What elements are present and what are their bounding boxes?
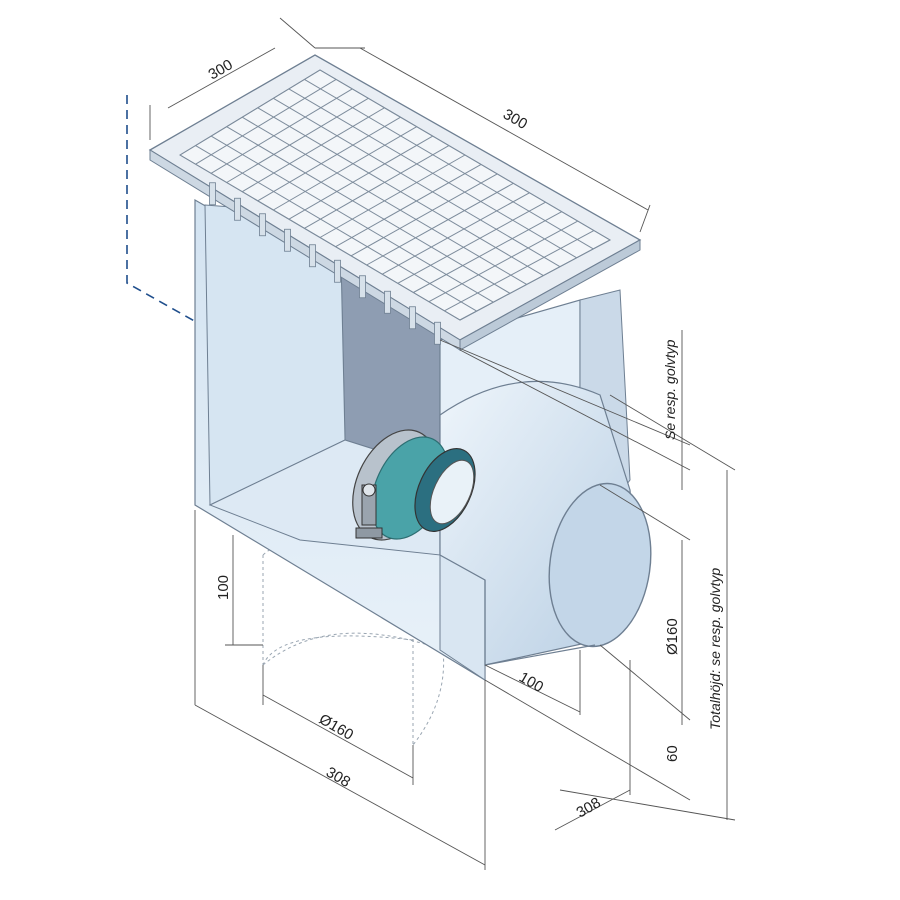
grating-bar — [273, 126, 417, 211]
grating-bar — [319, 154, 466, 238]
grating-tooth — [259, 213, 266, 237]
grating-tooth — [309, 244, 316, 268]
grating-bar — [210, 88, 353, 174]
grating-bar — [179, 69, 321, 156]
grating-bar — [288, 135, 434, 220]
grating-bar — [350, 173, 498, 257]
dim-bottom-drop: 100 — [215, 575, 232, 600]
grating-tooth — [334, 259, 341, 283]
grating-bar — [444, 230, 595, 312]
grating-bar — [397, 201, 546, 284]
dim-side-outlet-length: 100 — [516, 669, 546, 696]
grating-tooth — [434, 321, 441, 345]
grating-tooth — [359, 275, 366, 299]
grating-teeth — [209, 182, 441, 345]
grating-tooth — [284, 228, 291, 252]
grating-bar — [226, 97, 369, 183]
grating-tooth — [209, 182, 216, 206]
grating-bar — [366, 182, 514, 266]
grating-bar — [413, 211, 562, 293]
dim-bottom-width: 308 — [323, 764, 353, 791]
grating-bar — [381, 192, 530, 275]
grating-bars — [179, 69, 611, 321]
top-grating — [148, 54, 642, 351]
dim-top-depth: 300 — [206, 56, 236, 83]
grating-tooth — [234, 197, 241, 221]
pipe-coupling — [352, 429, 476, 541]
dim-bottom-outlet-dia: Ø160 — [316, 711, 356, 744]
dim-side-outlet-dia: Ø160 — [664, 618, 681, 655]
grating-tooth — [409, 306, 416, 330]
grating-bar — [241, 107, 385, 193]
grating-tooth — [384, 290, 391, 314]
side-outlet-pipe — [439, 380, 652, 666]
grating-bar — [257, 116, 401, 202]
grating-bar — [335, 164, 482, 248]
dim-floor-note: Se resp. golvtyp — [662, 339, 678, 440]
grating-bar — [195, 79, 337, 165]
grating-bar — [428, 220, 579, 303]
frame-right-lip — [459, 239, 641, 351]
dimension-lines — [149, 17, 736, 870]
dim-total-height: Totalhöjd: se resp. golvtyp — [707, 568, 723, 730]
grating-bar — [459, 239, 611, 321]
dim-outlet-base-height: 60 — [664, 745, 681, 762]
grating-bar — [304, 145, 450, 229]
